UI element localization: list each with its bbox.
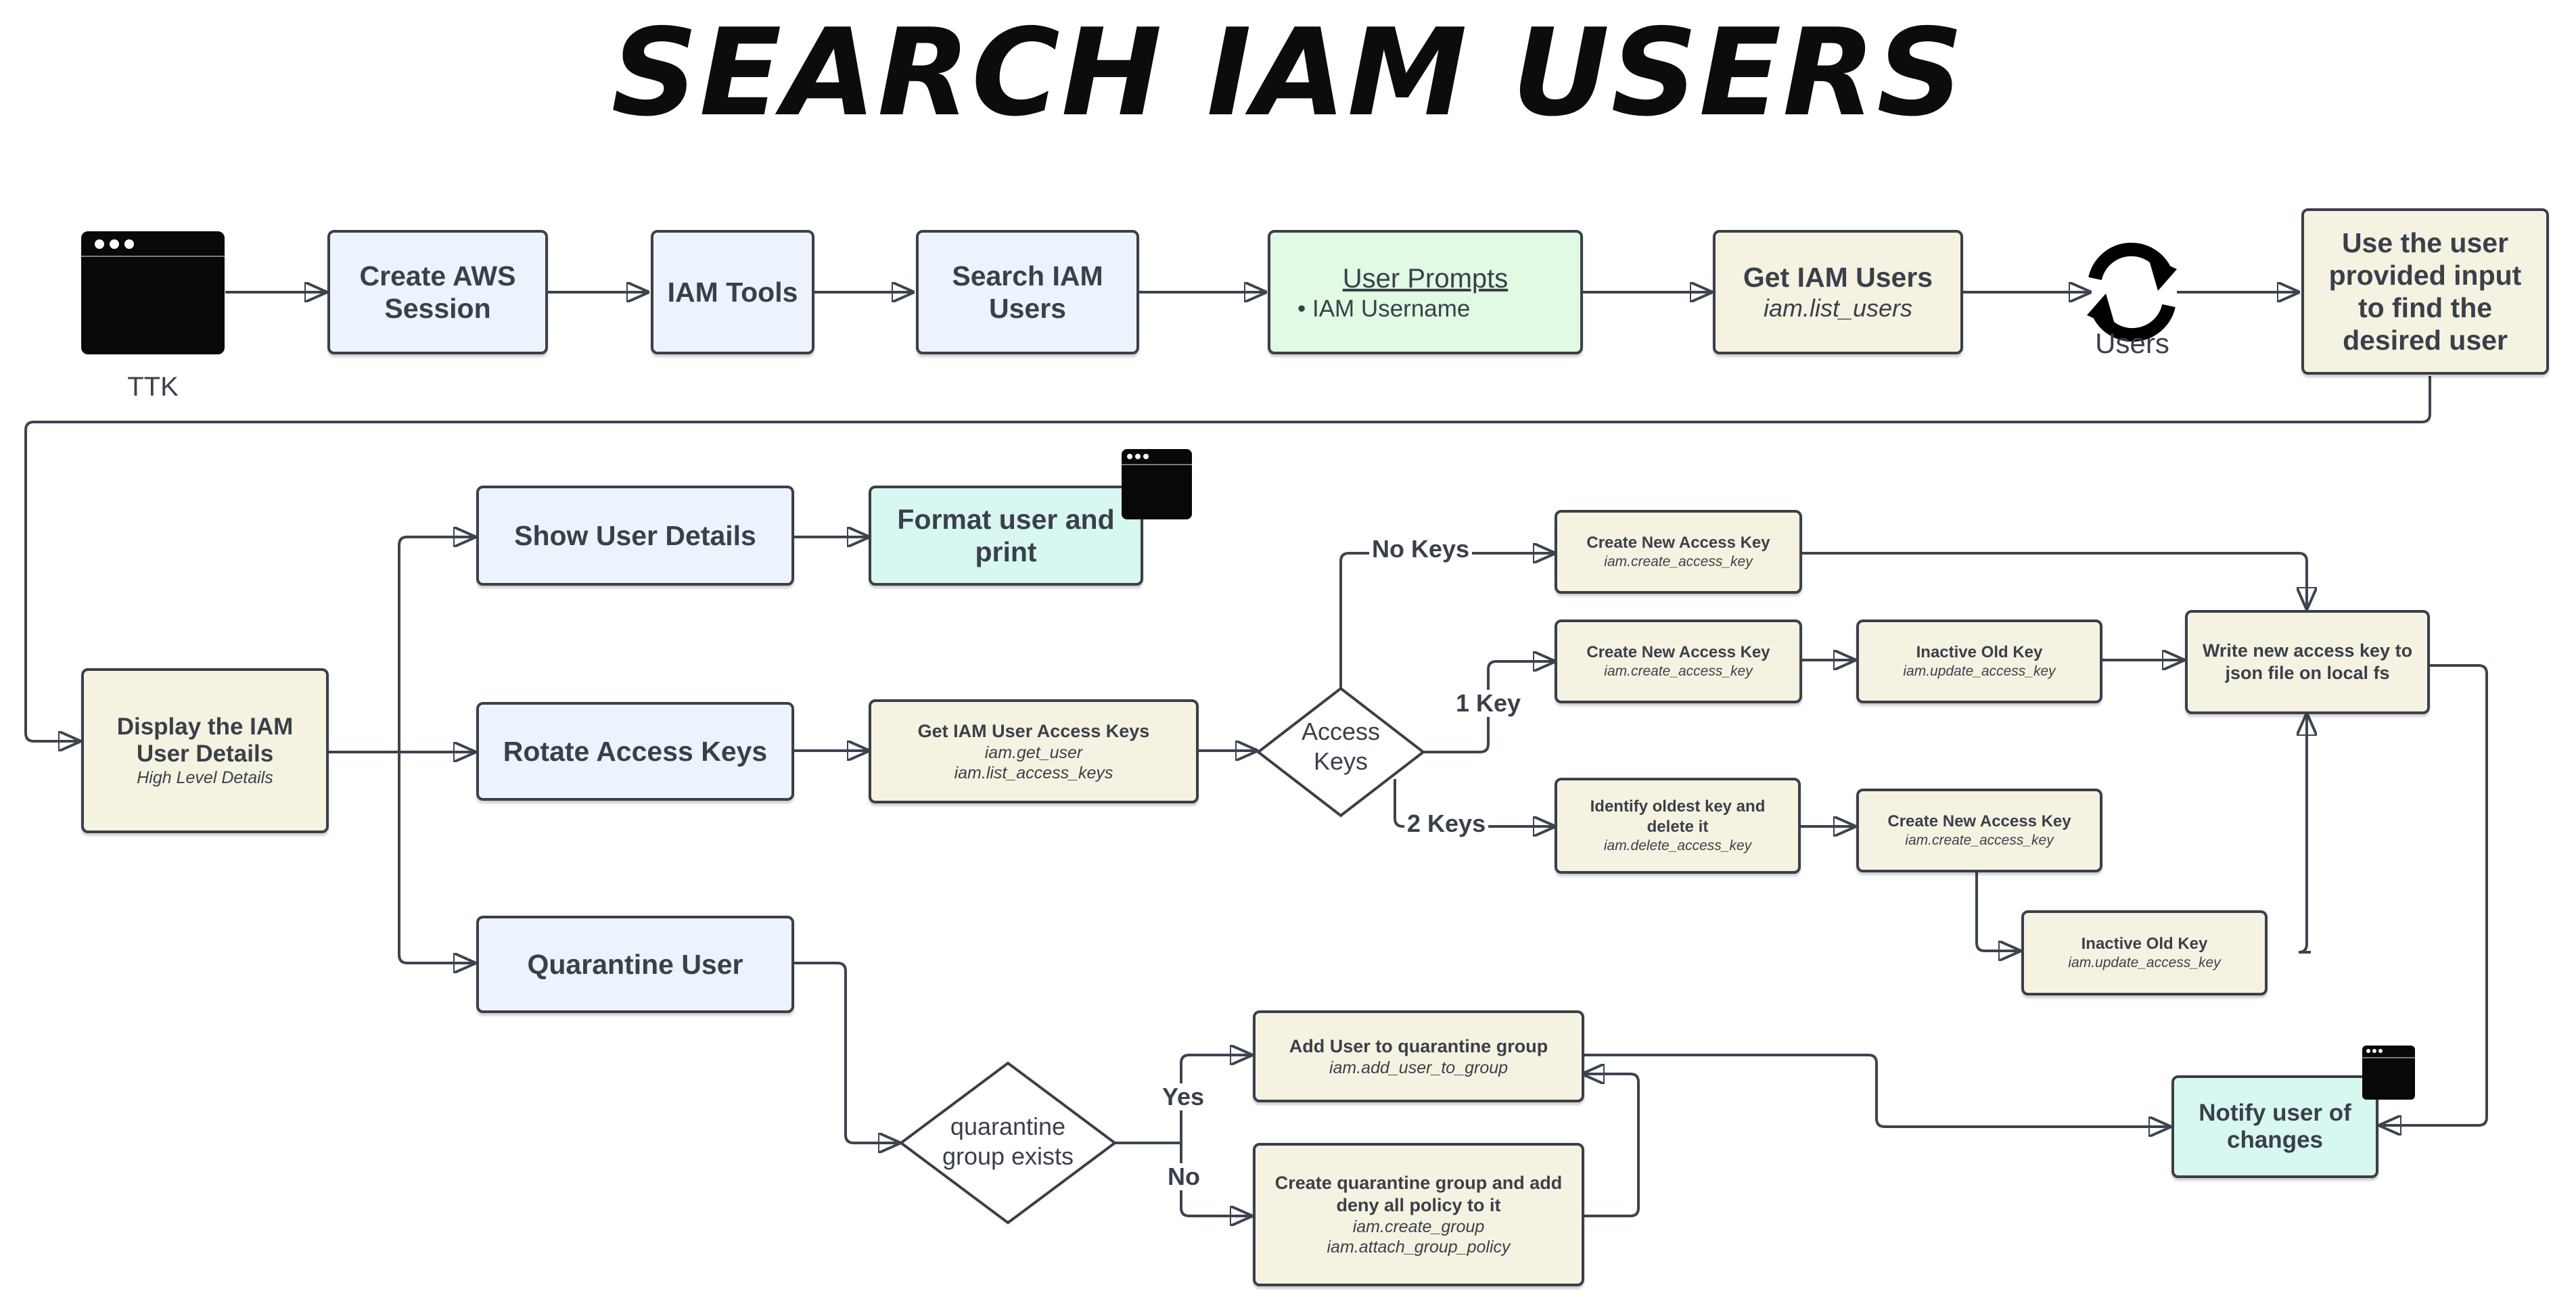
inactive-old-key-node: Inactive Old Key iam.update_access_key bbox=[2021, 910, 2268, 995]
api-call: iam.update_access_key bbox=[2068, 955, 2221, 970]
edge-label-one-key: 1 Key bbox=[1453, 690, 1524, 717]
connector bbox=[1583, 1074, 1640, 1217]
connector bbox=[794, 962, 900, 1143]
node-title: Create New Access Key bbox=[1887, 812, 2071, 830]
api-call: iam.create_group bbox=[1352, 1217, 1485, 1236]
inactive-old-key-node: Inactive Old Key iam.update_access_key bbox=[1856, 619, 2102, 703]
write-json-node: Write new access key to json file on loc… bbox=[2185, 610, 2430, 714]
node-label: Use the user provided input to find the … bbox=[2328, 227, 2522, 356]
page-title: SEARCH IAM USERS bbox=[611, 3, 1965, 143]
connector bbox=[398, 752, 475, 963]
connector bbox=[2299, 714, 2311, 954]
add-user-to-group-node: Add User to quarantine group iam.add_use… bbox=[1253, 1010, 1584, 1102]
search-iam-users-node: Search IAM Users bbox=[916, 230, 1139, 354]
decision-quarantine-shape bbox=[898, 1061, 1118, 1225]
api-call: iam.list_users bbox=[1763, 294, 1913, 322]
show-user-details-node: Show User Details bbox=[476, 486, 794, 586]
refresh-icon bbox=[2087, 242, 2177, 342]
node-title: Get IAM Users bbox=[1743, 262, 1933, 293]
create-quarantine-group-node: Create quarantine group and add deny all… bbox=[1253, 1143, 1584, 1286]
node-label: IAM Tools bbox=[667, 277, 798, 308]
node-label: Write new access key to json file on loc… bbox=[2202, 640, 2413, 683]
create-access-key-node: Create New Access Key iam.create_access_… bbox=[1555, 619, 1802, 703]
create-aws-session-node: Create AWS Session bbox=[327, 230, 548, 354]
quarantine-decision-label: quarantine group exists bbox=[942, 1112, 1074, 1170]
node-label: Search IAM Users bbox=[952, 260, 1103, 324]
edge-label-no: No bbox=[1165, 1163, 1203, 1190]
api-call: iam.delete_access_key bbox=[1603, 838, 1752, 853]
node-title: Display the IAM User Details bbox=[116, 713, 294, 767]
connector bbox=[1802, 552, 2307, 609]
terminal-icon bbox=[1122, 449, 1192, 519]
node-title: Get IAM User Access Keys bbox=[917, 720, 1150, 741]
edge-label-yes: Yes bbox=[1159, 1083, 1208, 1110]
ttk-label: TTK bbox=[127, 372, 179, 402]
identify-oldest-key-node: Identify oldest key and delete it iam.de… bbox=[1555, 778, 1801, 874]
display-user-details-node: Display the IAM User Details High Level … bbox=[81, 668, 329, 833]
node-label: Notify user of changes bbox=[2199, 1100, 2351, 1153]
node-title: Create New Access Key bbox=[1586, 643, 1770, 661]
find-user-node: Use the user provided input to find the … bbox=[2301, 208, 2549, 375]
api-call: iam.attach_group_policy bbox=[1327, 1238, 1511, 1257]
api-call: iam.create_access_key bbox=[1905, 833, 2054, 848]
user-prompts-title: User Prompts bbox=[1342, 264, 1509, 294]
iam-tools-node: IAM Tools bbox=[651, 230, 814, 354]
api-call: iam.create_access_key bbox=[1604, 554, 1753, 569]
node-title: Inactive Old Key bbox=[1916, 643, 2043, 661]
connector bbox=[1339, 553, 1555, 688]
api-call: iam.add_user_to_group bbox=[1329, 1058, 1509, 1077]
create-access-key-node: Create New Access Key iam.create_access_… bbox=[1555, 510, 1802, 594]
format-user-node: Format user and print bbox=[869, 486, 1143, 586]
connector bbox=[398, 537, 475, 752]
api-call: iam.update_access_key bbox=[1903, 663, 2056, 679]
edge-label-two-keys: 2 Keys bbox=[1404, 810, 1489, 837]
notify-user-node: Notify user of changes bbox=[2171, 1075, 2378, 1178]
quarantine-user-node: Quarantine User bbox=[476, 916, 794, 1013]
node-subtitle: High Level Details bbox=[137, 768, 273, 787]
connector bbox=[1180, 1143, 1251, 1216]
api-call: iam.create_access_key bbox=[1604, 663, 1753, 679]
connector bbox=[1394, 779, 1555, 826]
user-prompts-node: User Prompts • IAM Username bbox=[1268, 230, 1583, 354]
connector bbox=[2380, 664, 2488, 1125]
node-title: Add User to quarantine group bbox=[1289, 1035, 1548, 1056]
access-keys-decision-label: Access Keys bbox=[1301, 718, 1381, 775]
node-label: Rotate Access Keys bbox=[503, 736, 768, 767]
node-label: Quarantine User bbox=[527, 949, 743, 980]
node-label: Format user and print bbox=[897, 504, 1115, 567]
node-title: Create New Access Key bbox=[1586, 534, 1770, 552]
node-title: Create quarantine group and add deny all… bbox=[1274, 1173, 1563, 1215]
get-access-keys-node: Get IAM User Access Keys iam.get_user ia… bbox=[869, 699, 1199, 803]
users-loop-label: Users bbox=[2095, 327, 2169, 359]
decision-access-keys-shape bbox=[1256, 686, 1426, 818]
connector bbox=[1180, 1055, 1251, 1143]
connector bbox=[1975, 872, 2020, 951]
node-title: Inactive Old Key bbox=[2081, 935, 2208, 953]
create-access-key-node: Create New Access Key iam.create_access_… bbox=[1856, 789, 2102, 872]
terminal-icon bbox=[2362, 1046, 2415, 1100]
terminal-icon bbox=[81, 231, 225, 354]
api-call: iam.get_user bbox=[984, 743, 1083, 762]
connector bbox=[24, 376, 2431, 741]
node-title: Identify oldest key and delete it bbox=[1590, 797, 1766, 836]
edge-label-no-keys: No Keys bbox=[1369, 536, 1473, 563]
get-iam-users-node: Get IAM Users iam.list_users bbox=[1713, 230, 1963, 354]
api-call: iam.list_access_keys bbox=[954, 763, 1113, 782]
node-label: Create AWS Session bbox=[359, 260, 516, 324]
rotate-access-keys-node: Rotate Access Keys bbox=[476, 702, 794, 801]
user-prompts-item: • IAM Username bbox=[1297, 296, 1471, 322]
node-label: Show User Details bbox=[514, 520, 756, 551]
connector bbox=[1583, 1054, 2170, 1127]
